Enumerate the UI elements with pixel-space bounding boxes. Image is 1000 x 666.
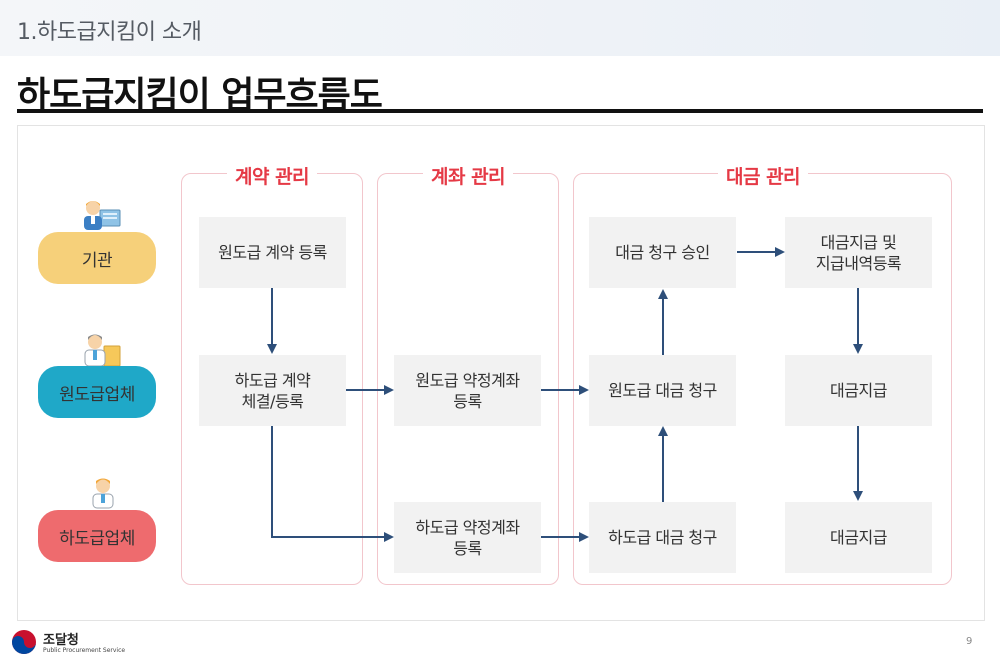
step-payment-claim-approval: 대금 청구 승인 (589, 217, 736, 288)
taegeuk-logo-icon (12, 630, 36, 654)
step-prime-contract-register: 원도급 계약 등록 (199, 217, 346, 288)
step-sub-payment-claim: 하도급 대금 청구 (589, 502, 736, 573)
role-prime-contractor: 원도급업체 (38, 366, 156, 418)
arrow-sign-to-sub-account (271, 426, 394, 542)
step-payment-sub: 대금지급 (785, 502, 932, 573)
page-number: 9 (966, 636, 973, 647)
role-agency: 기관 (38, 232, 156, 284)
section-title: 1.하도급지킴이 소개 (17, 20, 202, 45)
subcontractor-avatar-icon (92, 478, 114, 509)
prime-contractor-avatar-icon (84, 334, 121, 367)
group-title-contract: 계약 관리 (227, 162, 318, 189)
group-title-payment: 대금 관리 (718, 162, 809, 189)
official-avatar-icon (84, 201, 121, 230)
top-bar (0, 0, 1000, 56)
logo-name: 조달청 (43, 633, 79, 648)
step-prime-payment-claim: 원도급 대금 청구 (589, 355, 736, 426)
logo-subtitle: Public Procurement Service (43, 647, 126, 654)
step-payment-prime: 대금지급 (785, 355, 932, 426)
role-subcontractor: 하도급업체 (38, 510, 156, 562)
group-title-account: 계좌 관리 (423, 162, 514, 189)
title-divider (17, 109, 983, 113)
